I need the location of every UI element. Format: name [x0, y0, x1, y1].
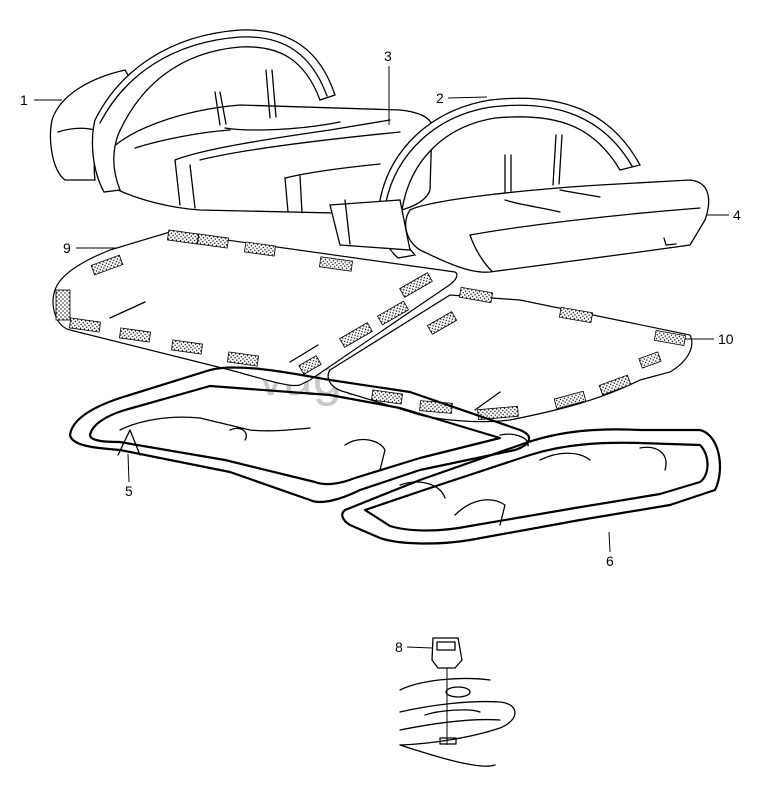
right-foam-pad	[327, 286, 693, 423]
callout-3: 3	[384, 48, 392, 125]
velcro-strip	[226, 351, 260, 367]
velcro-strip	[598, 374, 632, 396]
callout-6-label: 6	[606, 553, 614, 569]
velcro-strip	[196, 233, 230, 249]
callout-2: 2	[436, 90, 488, 106]
callout-10: 10	[685, 331, 734, 347]
left-wire-frame	[68, 366, 531, 504]
callout-3-label: 3	[384, 48, 392, 64]
callout-5: 5	[125, 453, 133, 499]
callout-1-label: 1	[20, 92, 28, 108]
right-wire-frame	[341, 428, 722, 545]
callout-4: 4	[706, 207, 741, 223]
callout-4-label: 4	[733, 207, 741, 223]
velcro-strip	[426, 311, 458, 335]
velcro-strip	[55, 289, 71, 321]
velcro-strip	[558, 306, 594, 324]
velcro-strip	[319, 256, 353, 272]
velcro-strip	[553, 390, 587, 410]
callout-8-label: 8	[395, 639, 403, 655]
left-foam-pad	[52, 229, 458, 387]
callout-10-label: 10	[718, 331, 734, 347]
velcro-strip	[90, 254, 124, 276]
velcro-strip	[370, 389, 404, 405]
callout-8: 8	[395, 639, 433, 655]
velcro-strip	[243, 241, 277, 257]
clip-detail	[399, 637, 516, 767]
velcro-strip	[653, 330, 687, 346]
velcro-strip	[170, 339, 204, 355]
right-side-bolster	[378, 97, 641, 259]
velcro-strip	[458, 286, 494, 304]
callout-1: 1	[20, 92, 62, 108]
callout-6: 6	[606, 531, 614, 569]
velcro-strip	[118, 327, 152, 343]
velcro-strip	[638, 351, 662, 369]
callout-5-label: 5	[125, 483, 133, 499]
callout-9-label: 9	[63, 240, 71, 256]
velcro-strip	[399, 272, 433, 298]
left-side-bolster	[91, 29, 336, 193]
callout-9: 9	[63, 240, 118, 256]
callout-2-label: 2	[436, 90, 444, 106]
right-seat-cushion	[329, 179, 710, 273]
velcro-strip	[298, 355, 322, 375]
velcro-strip	[68, 317, 102, 333]
velcro-strip	[376, 300, 410, 326]
velcro-strip	[339, 322, 373, 348]
